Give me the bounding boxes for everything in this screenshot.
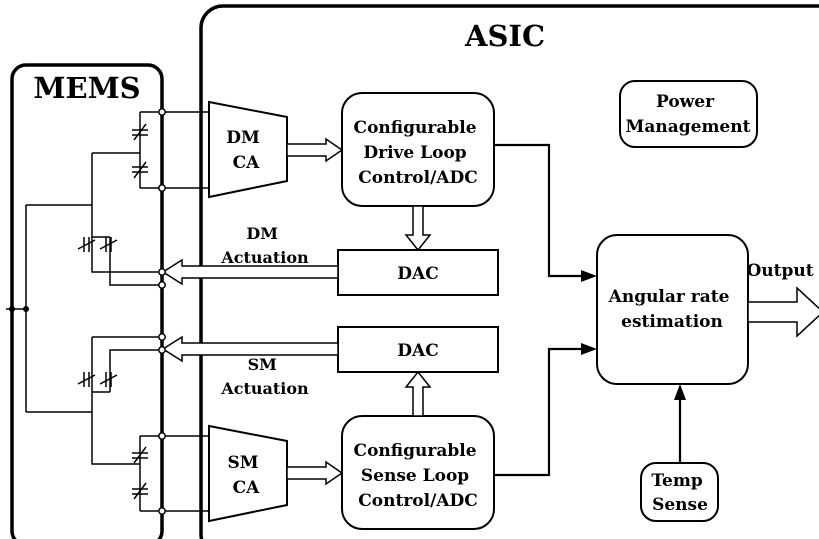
asic-title: ASIC: [464, 19, 545, 53]
dm-ca-to-drive-arrow: [286, 137, 344, 163]
terminal-ring: [158, 432, 166, 440]
power-management-label: Power Management: [626, 92, 751, 137]
terminal-ring: [158, 108, 166, 116]
drive-loop-label: Configurable Drive Loop Control/ADC: [354, 118, 483, 188]
terminal-ring: [158, 507, 166, 515]
angular-rate-block: [596, 234, 749, 385]
variable-capacitor-icon: [77, 372, 96, 387]
dac-dm-label: DAC: [397, 264, 438, 284]
temp-to-angular-head: [674, 384, 686, 400]
terminal-ring: [158, 333, 166, 341]
dm-charge-amplifier: [208, 100, 288, 199]
variable-capacitor-icon: [132, 446, 148, 464]
drive-to-angular-head: [581, 270, 597, 282]
mems-boundary: [10, 63, 164, 539]
variable-capacitor-icon: [99, 237, 118, 252]
temp-sense-label: Temp Sense: [651, 471, 708, 515]
terminal-ring: [158, 346, 166, 354]
asic-boundary: [199, 4, 819, 539]
variable-capacitor-icon: [132, 161, 148, 179]
upper-cap-wiring: [91, 153, 162, 273]
sense-to-angular-head: [581, 343, 597, 355]
lower-cap-wiring: [91, 337, 140, 465]
variable-capacitor-icon: [99, 372, 118, 387]
upper-act-cap-wire: [109, 237, 162, 286]
sense-to-angular-line: [494, 347, 583, 477]
junction-dot: [9, 306, 15, 312]
terminal-ring: [158, 268, 166, 276]
dac-dm-actuation-arrow: [161, 258, 339, 286]
mems-title: MEMS: [33, 71, 140, 105]
drive-to-angular-line: [494, 143, 583, 278]
sense-to-dac-arrow: [404, 370, 432, 417]
dac-sm-label: DAC: [397, 341, 438, 361]
terminal-ring: [158, 281, 166, 289]
dm-actuation-label: DM Actuation: [220, 224, 309, 267]
variable-capacitor-icon: [132, 482, 148, 500]
angular-rate-label: Angular rate estimation: [608, 287, 736, 332]
sm-ca-to-sense-arrow: [286, 460, 344, 486]
drive-to-dac-arrow: [404, 205, 432, 252]
sm-actuation-label: SM Actuation: [220, 355, 309, 398]
dac-sm-block: [337, 326, 499, 373]
dac-dm-block: [337, 249, 499, 296]
dac-sm-actuation-arrow: [161, 335, 339, 363]
sense-loop-label: Configurable Sense Loop Control/ADC: [354, 441, 483, 511]
dm-ca-label: DM CA: [226, 128, 265, 173]
variable-capacitor-icon: [77, 237, 96, 252]
terminal-ring: [158, 184, 166, 192]
power-management-block: [619, 80, 758, 148]
junction-dot: [23, 306, 29, 312]
output-arrow: [747, 286, 819, 338]
sm-ca-label: SM CA: [227, 453, 264, 498]
lower-act-cap-wire: [109, 349, 162, 392]
sm-charge-amplifier: [208, 424, 288, 523]
variable-capacitor-icon: [132, 123, 148, 141]
output-label: Output: [746, 261, 813, 281]
